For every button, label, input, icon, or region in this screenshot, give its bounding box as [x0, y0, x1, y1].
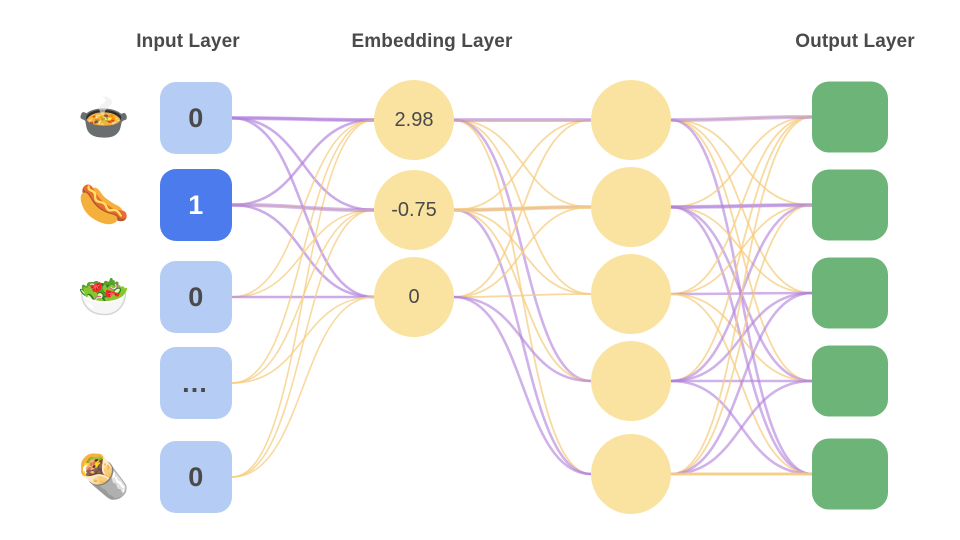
connection-line: [670, 116, 813, 121]
connection-line: [231, 119, 375, 298]
connection-line: [670, 291, 813, 296]
connection-line: [670, 116, 813, 208]
connection-line: [231, 209, 375, 384]
output-node-1[interactable]: [812, 81, 888, 153]
connection-line: [453, 295, 592, 383]
input-layer-title: Input Layer: [136, 31, 240, 52]
connection-line: [670, 293, 813, 475]
connection-line: [231, 116, 375, 212]
output-node-5[interactable]: [812, 438, 888, 510]
hidden-node-5[interactable]: [591, 434, 671, 514]
connection-line: [670, 291, 813, 383]
hidden-node-3[interactable]: [591, 254, 671, 334]
connection-line: [453, 119, 592, 208]
connection-line: [670, 379, 813, 476]
embedding-layer-title: Embedding Layer: [351, 31, 513, 52]
embedding-node-2[interactable]: -0.75: [374, 170, 454, 250]
connection-line: [453, 209, 592, 382]
bowl-of-food-icon: 🍲: [77, 94, 131, 141]
connection-line: [670, 116, 813, 382]
hidden-node-4[interactable]: [591, 341, 671, 421]
connection-line: [453, 119, 592, 298]
embedding-node-1[interactable]: 2.98: [374, 80, 454, 160]
connection-line: [231, 118, 375, 207]
connection-line: [231, 116, 375, 299]
connection-line: [231, 119, 375, 384]
connection-line: [670, 291, 813, 476]
input-node-5[interactable]: 0: [160, 441, 232, 513]
burrito-icon: 🌯: [77, 453, 131, 500]
connection-line: [453, 293, 592, 298]
connection-line: [670, 118, 813, 476]
hidden-node-1[interactable]: [591, 80, 671, 160]
connection-line: [453, 208, 592, 476]
connection-line: [453, 119, 592, 211]
connection-line: [453, 209, 592, 295]
connection-line: [453, 295, 592, 476]
connection-line: [670, 119, 813, 206]
connection-line: [231, 296, 375, 384]
output-node-4[interactable]: [812, 345, 888, 417]
connection-line: [670, 203, 813, 209]
connection-line: [231, 116, 375, 122]
connection-line: [453, 206, 592, 298]
output-node-3[interactable]: [812, 257, 888, 329]
connection-line: [453, 119, 592, 475]
connection-line: [453, 205, 592, 212]
connection-line: [231, 116, 375, 122]
embedding-node-3[interactable]: 0: [374, 257, 454, 337]
green-salad-icon: 🥗: [77, 273, 131, 320]
connection-line: [670, 203, 813, 209]
connection-line: [670, 206, 813, 294]
connection-line: [670, 205, 813, 383]
connection-line: [453, 118, 592, 383]
output-layer-title: Output Layer: [795, 31, 915, 52]
connection-line: [670, 119, 813, 382]
connection-line: [670, 293, 813, 382]
connection-line: [453, 205, 592, 212]
connection-line: [231, 119, 375, 478]
connection-line: [231, 209, 375, 298]
connection-line: [670, 204, 813, 295]
connection-line: [231, 203, 375, 212]
input-node-2[interactable]: 1: [160, 169, 232, 241]
connection-line: [453, 119, 592, 295]
connection-line: [231, 204, 375, 211]
connection-line: [670, 205, 813, 476]
connection-line: [670, 116, 813, 295]
connection-line: [670, 116, 813, 475]
connection-line: [670, 119, 813, 294]
connection-line: [231, 203, 375, 299]
output-node-2[interactable]: [812, 169, 888, 241]
input-node-4[interactable]: …: [160, 347, 232, 419]
input-node-3[interactable]: 0: [160, 261, 232, 333]
hot-dog-icon: 🌭: [77, 181, 131, 228]
connection-line: [670, 115, 813, 122]
connection-line: [670, 203, 813, 383]
connection-line: [670, 204, 813, 475]
input-node-1[interactable]: 0: [160, 82, 232, 154]
connection-line: [231, 296, 375, 478]
hidden-node-2[interactable]: [591, 167, 671, 247]
connection-line: [231, 209, 375, 478]
connection-line: [670, 379, 813, 476]
